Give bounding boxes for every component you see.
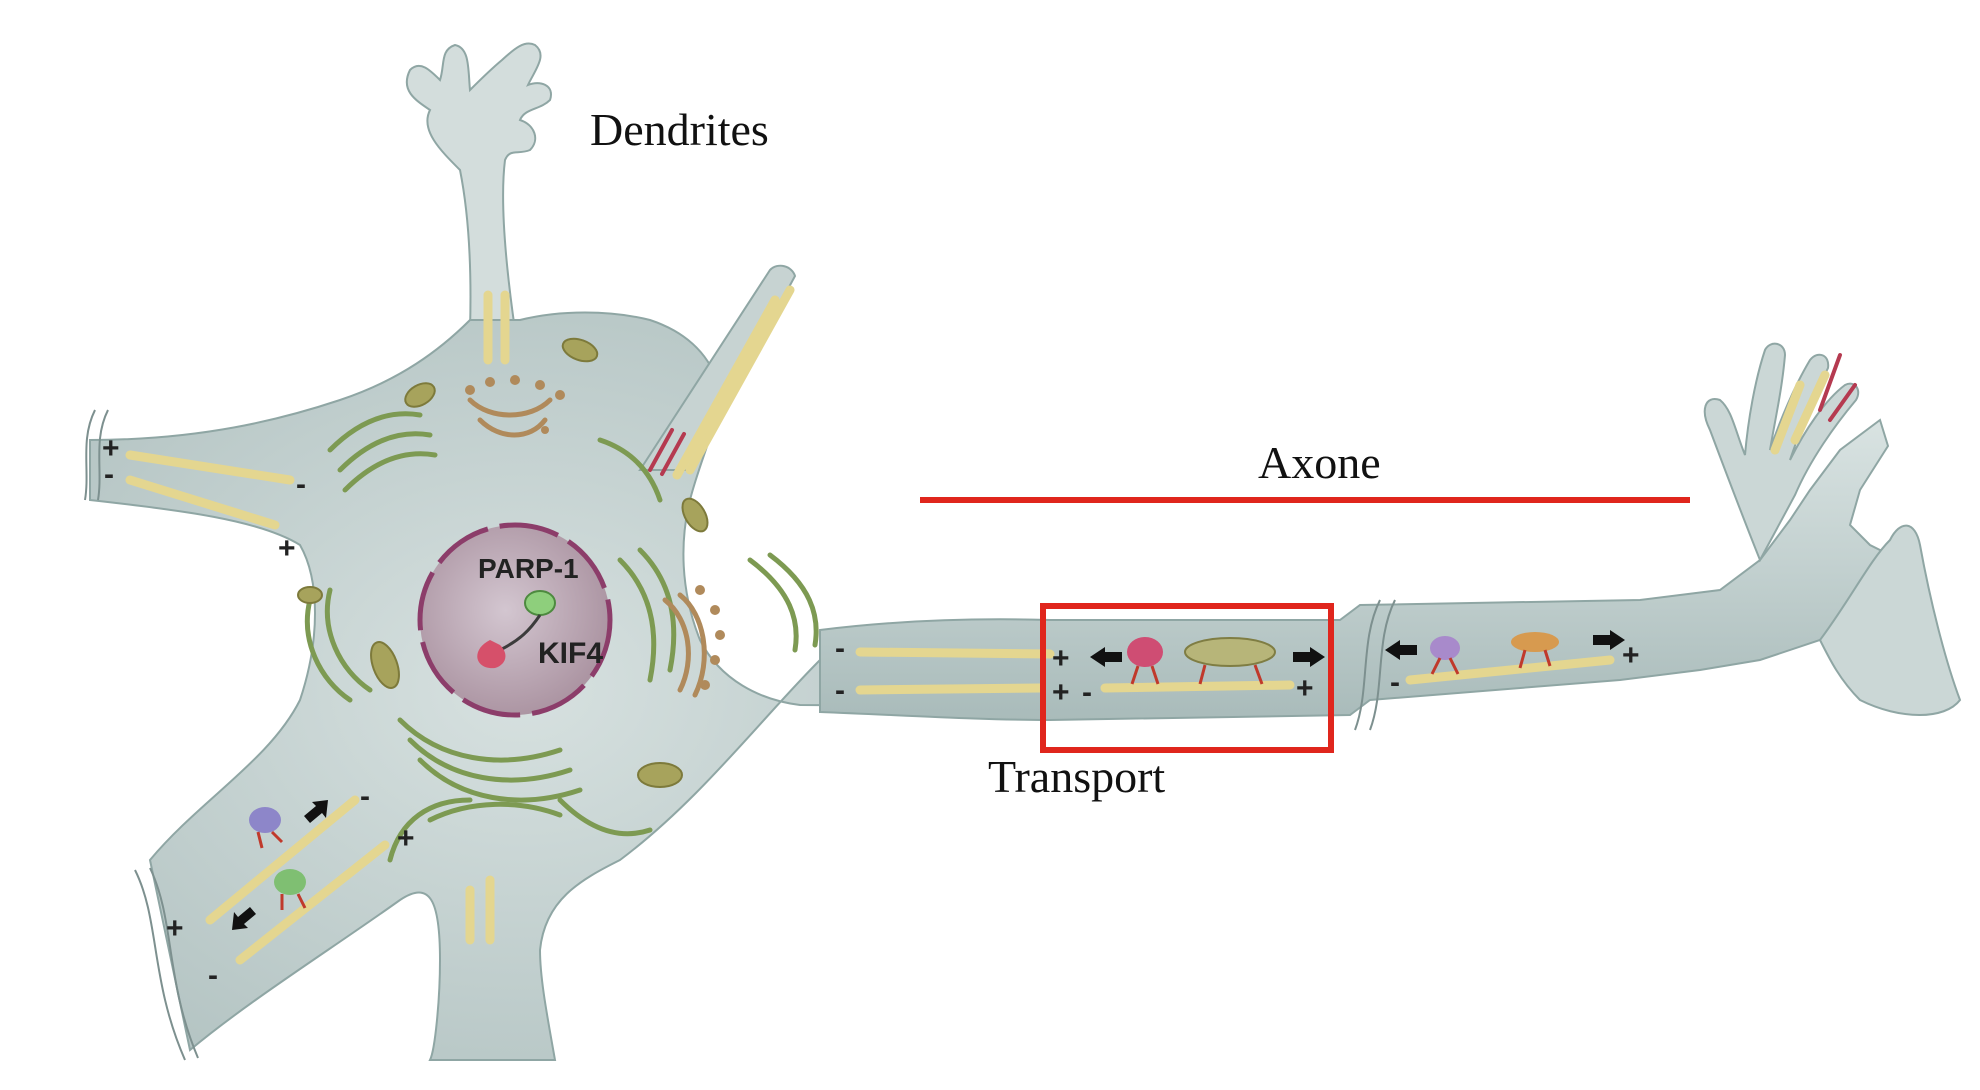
minus-sign: - xyxy=(835,674,845,707)
orange-motor-icon xyxy=(1511,632,1559,652)
synaptic-terminal xyxy=(1818,524,1962,716)
kif4-motor-icon xyxy=(477,640,506,669)
plus-sign: + xyxy=(1052,676,1070,709)
plus-sign: + xyxy=(166,912,184,945)
microtubule xyxy=(1790,370,1830,445)
arrow-left-icon xyxy=(1090,647,1122,667)
blue-motor-icon xyxy=(249,807,281,833)
axon-terminal-fingers xyxy=(1703,342,1860,563)
purple-motor-icon xyxy=(1430,636,1460,660)
polarity-signs: + - - + - + + - - - + + - + - + xyxy=(102,432,1640,992)
plus-sign: + xyxy=(1052,642,1070,675)
plus-sign: + xyxy=(1622,639,1640,672)
arrow-down-left-icon xyxy=(232,907,256,930)
transport-label: Transport xyxy=(988,751,1165,802)
minus-sign: - xyxy=(1082,676,1092,709)
minus-sign: - xyxy=(104,458,114,491)
microtubule xyxy=(1405,655,1615,685)
minus-sign: - xyxy=(208,959,218,992)
microtubule xyxy=(1100,680,1295,693)
plus-sign: + xyxy=(397,822,415,855)
kif4-stalk-icon xyxy=(499,614,542,652)
arrow-up-right-icon xyxy=(304,800,328,823)
dendrite-tree xyxy=(405,42,552,331)
microtubule xyxy=(235,840,390,965)
arrow-right-icon xyxy=(1293,647,1325,667)
arrow-right-icon xyxy=(1593,630,1625,650)
mitochondria xyxy=(297,337,709,788)
red-microtubules xyxy=(648,353,1857,476)
microtubule xyxy=(125,475,280,530)
plus-sign: + xyxy=(1296,672,1314,705)
microtubule xyxy=(672,295,780,480)
transport-highlight-box xyxy=(1040,603,1334,753)
microtubule xyxy=(855,647,1055,659)
endoplasmic-reticulum xyxy=(304,411,819,863)
parp1-protein-icon xyxy=(524,590,556,616)
nucleus: PARP-1 KIF4 xyxy=(417,522,613,718)
transport-arrows xyxy=(232,630,1625,930)
vesicle-cargo-icon xyxy=(1127,637,1163,667)
axone-label: Axone xyxy=(1258,437,1381,488)
microtubule xyxy=(685,285,795,475)
motor-proteins xyxy=(249,632,1559,910)
mitochondrion-cargo-icon xyxy=(1184,637,1276,667)
dendrites-label: Dendrites xyxy=(590,104,769,155)
neuron-membrane xyxy=(89,42,1962,1061)
microtubule xyxy=(125,450,295,485)
parp1-label: PARP-1 xyxy=(478,553,579,584)
plus-sign: + xyxy=(278,532,296,565)
golgi-apparatus xyxy=(467,397,707,698)
microtubule xyxy=(1770,380,1805,455)
plus-sign: + xyxy=(102,432,120,465)
microtubule xyxy=(205,795,360,925)
kif4-label: KIF4 xyxy=(538,637,603,670)
axon-break-marks xyxy=(84,409,1396,1061)
microtubules xyxy=(125,285,1830,965)
green-motor-icon xyxy=(274,869,306,895)
arrow-left-icon xyxy=(1385,640,1417,660)
minus-sign: - xyxy=(360,780,370,813)
minus-sign: - xyxy=(835,632,845,665)
microtubule xyxy=(855,683,1045,695)
golgi-vesicles xyxy=(465,375,725,690)
dendrite-upper-right xyxy=(638,264,797,471)
axon-trunk xyxy=(819,418,1922,722)
minus-sign: - xyxy=(296,468,306,501)
minus-sign: - xyxy=(1390,666,1400,699)
